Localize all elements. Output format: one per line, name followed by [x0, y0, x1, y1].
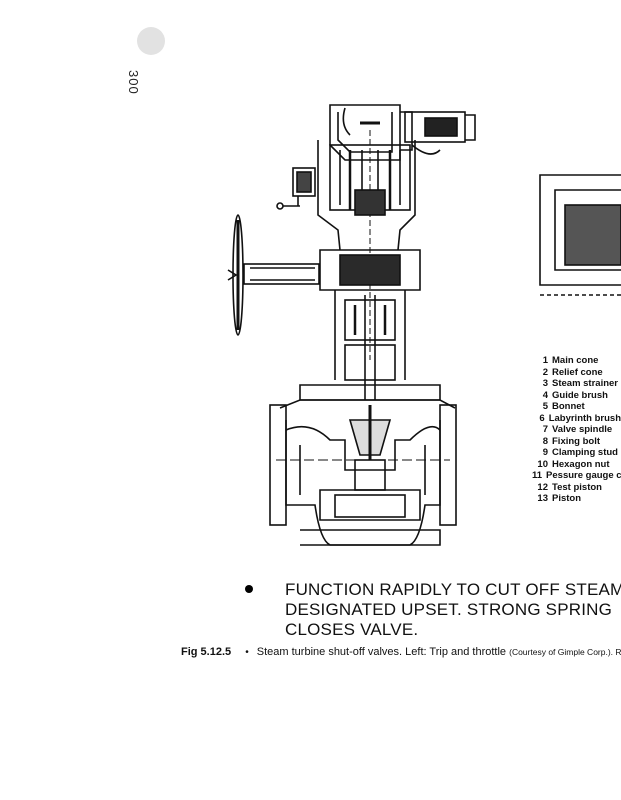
- caption-credit: (Courtesy of Gimple Corp.). Rig: [509, 647, 621, 657]
- slide-line: DESIGNATED UPSET. STRONG SPRING: [285, 600, 613, 619]
- handwheel: [227, 214, 320, 336]
- upper-body: [317, 130, 416, 360]
- caption-separator: •: [245, 647, 249, 658]
- slide-line: FUNCTION RAPIDLY TO CUT OFF STEAM: [285, 580, 621, 599]
- page-tab-marker: [137, 27, 165, 55]
- bullet-dot: [245, 585, 253, 593]
- figure-label: Fig 5.12.5: [181, 646, 232, 658]
- side-solenoid: [276, 167, 316, 210]
- right-valve-partial: [539, 174, 621, 296]
- caption-text: Steam turbine shut-off valves. Left: Tri…: [256, 646, 507, 658]
- bonnet: [319, 249, 421, 400]
- slide-line: CLOSES VALVE.: [285, 620, 419, 639]
- slide-text: FUNCTION RAPIDLY TO CUT OFF STEAM DESIGN…: [285, 580, 621, 640]
- valve-body: [269, 384, 457, 546]
- figure-caption: Fig 5.12.5 • Steam turbine shut-off valv…: [181, 646, 621, 658]
